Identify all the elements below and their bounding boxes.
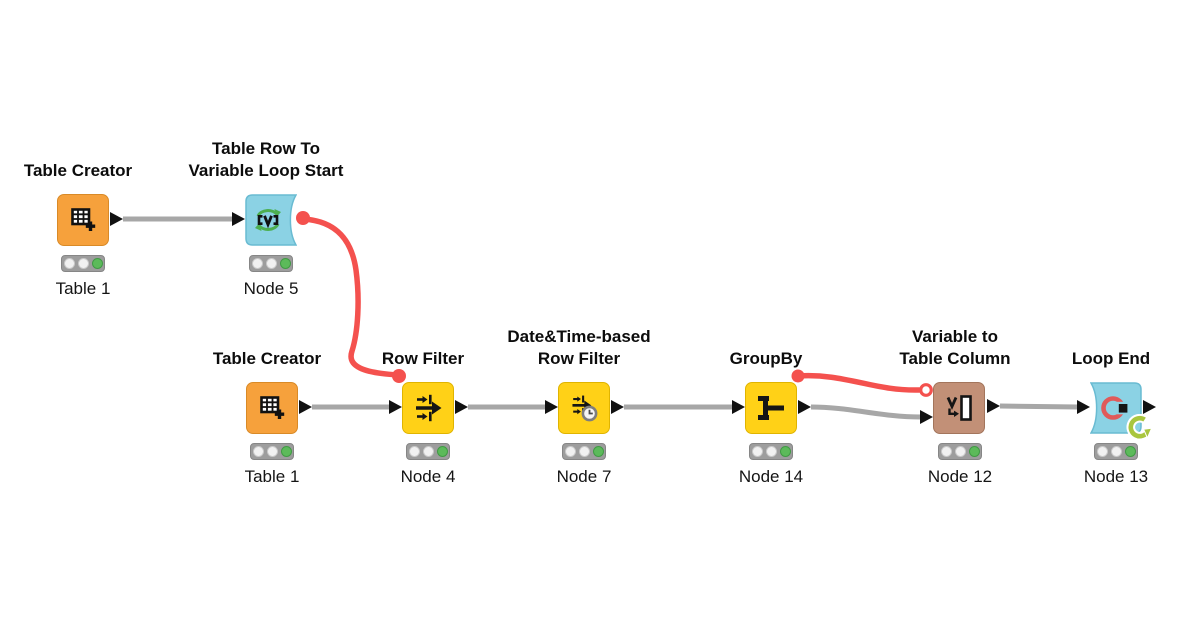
light-green (779, 446, 791, 457)
output-port[interactable] (798, 400, 811, 414)
light-red (252, 446, 264, 457)
input-port[interactable] (1077, 400, 1090, 414)
traffic-light (938, 443, 982, 460)
light-yellow (954, 446, 966, 457)
node-groupby[interactable] (745, 382, 797, 434)
node-name-line: Row Filter (537, 349, 621, 368)
light-red (564, 446, 576, 457)
light-green (1124, 446, 1136, 457)
flow-variable-output-port[interactable] (791, 369, 805, 383)
output-port[interactable] (299, 400, 312, 414)
node-variable-to-table-column[interactable] (933, 382, 985, 434)
node-id-label: Node 7 (556, 467, 612, 486)
connection-data[interactable] (999, 403, 1079, 410)
traffic-light (406, 443, 450, 460)
light-yellow (77, 258, 89, 269)
groupby-icon (758, 396, 784, 420)
datetime-row-filter-icon (572, 395, 598, 422)
node-id-label: Table 1 (244, 467, 300, 486)
light-yellow (266, 446, 278, 457)
light-yellow (422, 446, 434, 457)
light-red (751, 446, 763, 457)
variable-to-column-icon (946, 395, 972, 421)
flow-variable-output-port[interactable] (296, 211, 310, 225)
light-yellow (265, 258, 277, 269)
output-port[interactable] (987, 399, 1000, 413)
input-port[interactable] (545, 400, 558, 414)
light-red (940, 446, 952, 457)
node-name-line: Table Creator (212, 349, 322, 368)
input-port[interactable] (389, 400, 402, 414)
node-name-label: Table Row To Variable Loop Start (151, 138, 381, 182)
node-id-label: Node 13 (1083, 467, 1149, 486)
input-port[interactable] (920, 410, 933, 424)
node-name-label: GroupBy (651, 348, 881, 370)
node-id-label: Node 5 (243, 279, 299, 298)
node-name-label: Table Creator (0, 160, 193, 182)
output-port[interactable] (110, 212, 123, 226)
light-yellow (578, 446, 590, 457)
node-id-label: Table 1 (55, 279, 111, 298)
table-plus-icon (260, 396, 285, 419)
loop-start-variable-icon (255, 209, 281, 231)
node-name-line: Variable to (912, 327, 998, 346)
node-name-line: GroupBy (729, 349, 803, 368)
input-port[interactable] (232, 212, 245, 226)
light-green (280, 446, 292, 457)
node-id-label: Node 14 (738, 467, 804, 486)
node-table-creator-top[interactable] (57, 194, 109, 246)
light-green (968, 446, 980, 457)
node-name-label: Loop End (996, 348, 1200, 370)
light-green (592, 446, 604, 457)
output-port[interactable] (1143, 400, 1156, 414)
light-red (251, 258, 263, 269)
node-name-line: Date&Time-based (507, 327, 651, 346)
node-id-label: Node 12 (927, 467, 993, 486)
traffic-light (749, 443, 793, 460)
light-yellow (1110, 446, 1122, 457)
node-table-creator-bottom[interactable] (246, 382, 298, 434)
node-name-line: Table Column (899, 349, 1011, 368)
node-id-label: Node 4 (400, 467, 456, 486)
connection-data[interactable] (810, 404, 922, 420)
light-green (91, 258, 103, 269)
output-port[interactable] (611, 400, 624, 414)
traffic-light (250, 443, 294, 460)
node-table-row-to-variable-loop-start[interactable] (245, 194, 297, 246)
node-name-line: Loop End (1071, 349, 1151, 368)
output-port[interactable] (455, 400, 468, 414)
traffic-light (562, 443, 606, 460)
node-row-filter[interactable] (402, 382, 454, 434)
node-name-line: Variable Loop Start (188, 161, 344, 180)
node-datetime-row-filter[interactable] (558, 382, 610, 434)
connection-flow-variable[interactable] (795, 372, 922, 393)
row-filter-icon (416, 394, 442, 422)
light-yellow (765, 446, 777, 457)
node-name-line: Table Row To (212, 139, 320, 158)
input-port[interactable] (732, 400, 745, 414)
node-name-line: Row Filter (381, 349, 465, 368)
node-name-label: Row Filter (308, 348, 538, 370)
node-name-label: Variable to Table Column (840, 326, 1070, 370)
node-name-label: Table Creator (152, 348, 382, 370)
table-plus-icon (71, 208, 96, 231)
loop-executed-badge-icon (1126, 414, 1153, 441)
flow-variable-input-port[interactable] (392, 369, 406, 383)
traffic-light (61, 255, 105, 272)
connection-flow-variable[interactable] (300, 216, 402, 378)
light-green (279, 258, 291, 269)
light-red (63, 258, 75, 269)
light-red (408, 446, 420, 457)
traffic-light (249, 255, 293, 272)
traffic-light (1094, 443, 1138, 460)
node-name-line: Table Creator (23, 161, 133, 180)
light-red (1096, 446, 1108, 457)
flow-variable-input-port[interactable] (919, 383, 933, 397)
light-green (436, 446, 448, 457)
